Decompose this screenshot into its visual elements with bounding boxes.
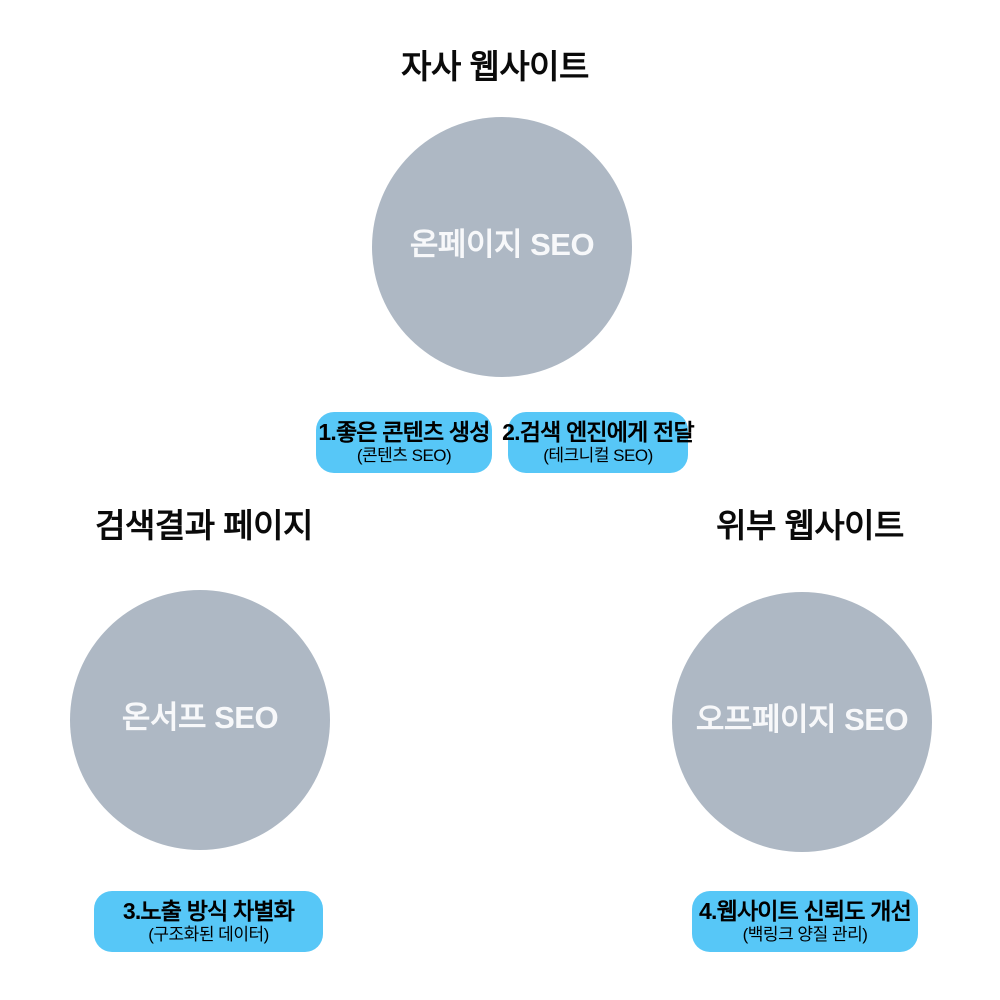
circle-onserp-seo: 온서프 SEO [70,590,330,850]
badge-search-engine-delivery-subtitle: (테크니컬 SEO) [543,445,653,465]
badge-good-content-title: 1.좋은 콘텐츠 생성 [318,419,490,446]
badge-search-engine-delivery-title: 2.검색 엔진에게 전달 [502,419,694,446]
section-title-serp: 검색결과 페이지 [95,507,313,544]
circle-label-onserp-seo: 온서프 SEO [121,699,279,735]
badge-website-trust-improvement-subtitle: (백링크 양질 관리) [742,924,868,944]
badge-search-engine-delivery: 2.검색 엔진에게 전달 (테크니컬 SEO) [502,412,695,473]
badge-exposure-differentiation-title: 3.노출 방식 차별화 [122,898,295,925]
badge-website-trust-improvement: 4.웹사이트 신뢰도 개선 (백링크 양질 관리) [692,891,918,952]
badge-exposure-differentiation: 3.노출 방식 차별화 (구조화된 데이터) [94,891,323,952]
section-title-external-website: 위부 웹사이트 [716,507,904,544]
badge-website-trust-improvement-title: 4.웹사이트 신뢰도 개선 [699,898,912,925]
circle-label-offpage-seo: 오프페이지 SEO [695,701,909,737]
circle-offpage-seo: 오프페이지 SEO [672,592,932,852]
section-title-own-website: 자사 웹사이트 [401,48,589,85]
circle-label-onpage-seo: 온페이지 SEO [409,226,595,262]
badge-exposure-differentiation-subtitle: (구조화된 데이터) [148,924,269,944]
badge-good-content-subtitle: (콘텐츠 SEO) [356,445,452,465]
circle-onpage-seo: 온페이지 SEO [372,117,632,377]
badge-good-content: 1.좋은 콘텐츠 생성 (콘텐츠 SEO) [316,412,492,473]
